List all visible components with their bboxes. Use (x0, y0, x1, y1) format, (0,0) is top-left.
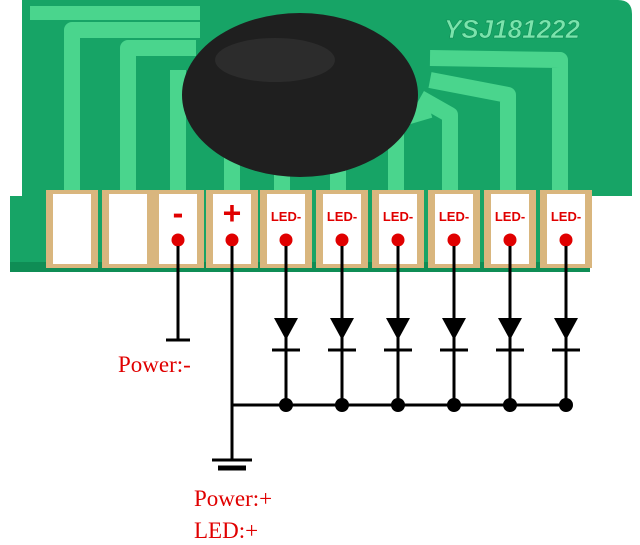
schematic-wiring (166, 246, 580, 471)
bus-junction (279, 398, 293, 412)
contact-pad (109, 194, 147, 264)
led-plus-label: LED:+ (194, 518, 258, 543)
pin-dot (447, 233, 461, 247)
pin-dot (335, 233, 349, 247)
pcb-top-pad-strip (30, 6, 200, 20)
bus-junction (559, 398, 573, 412)
pin-label: LED- (551, 209, 581, 224)
diode-triangle (442, 318, 466, 340)
bus-junction (447, 398, 461, 412)
pin-dot (559, 233, 573, 247)
bus-junction (335, 398, 349, 412)
epoxy-blob-chip (182, 13, 418, 177)
power-minus-label: Power:- (118, 352, 191, 377)
pcb-traces (64, 22, 568, 192)
pin-dot (171, 233, 185, 247)
pin-markings: - + LED- LED- LED- LED- LED- LED- (171, 195, 581, 247)
pin-label: LED- (439, 209, 469, 224)
bus-junction (503, 398, 517, 412)
pin-dot (279, 233, 293, 247)
pin-dot (391, 233, 405, 247)
diode-triangle (274, 318, 298, 340)
pin-label: LED- (327, 209, 357, 224)
pin-label: LED- (271, 209, 301, 224)
pin-label: LED- (383, 209, 413, 224)
diode-triangle (498, 318, 522, 340)
pin-dot (225, 233, 239, 247)
diode-triangle (386, 318, 410, 340)
power-plus-label: Power:+ (194, 486, 272, 511)
pcb-board: YSJ181222 (10, 0, 632, 272)
pin-label: - (173, 195, 184, 231)
contact-pad (53, 194, 91, 264)
pin-label: + (223, 195, 242, 231)
epoxy-blob-highlight (215, 38, 335, 82)
diode-triangle (554, 318, 578, 340)
board-model-label: YSJ181222 (444, 14, 580, 44)
pin-label: LED- (495, 209, 525, 224)
diode-triangle (330, 318, 354, 340)
pin-dot (503, 233, 517, 247)
bus-junction (391, 398, 405, 412)
